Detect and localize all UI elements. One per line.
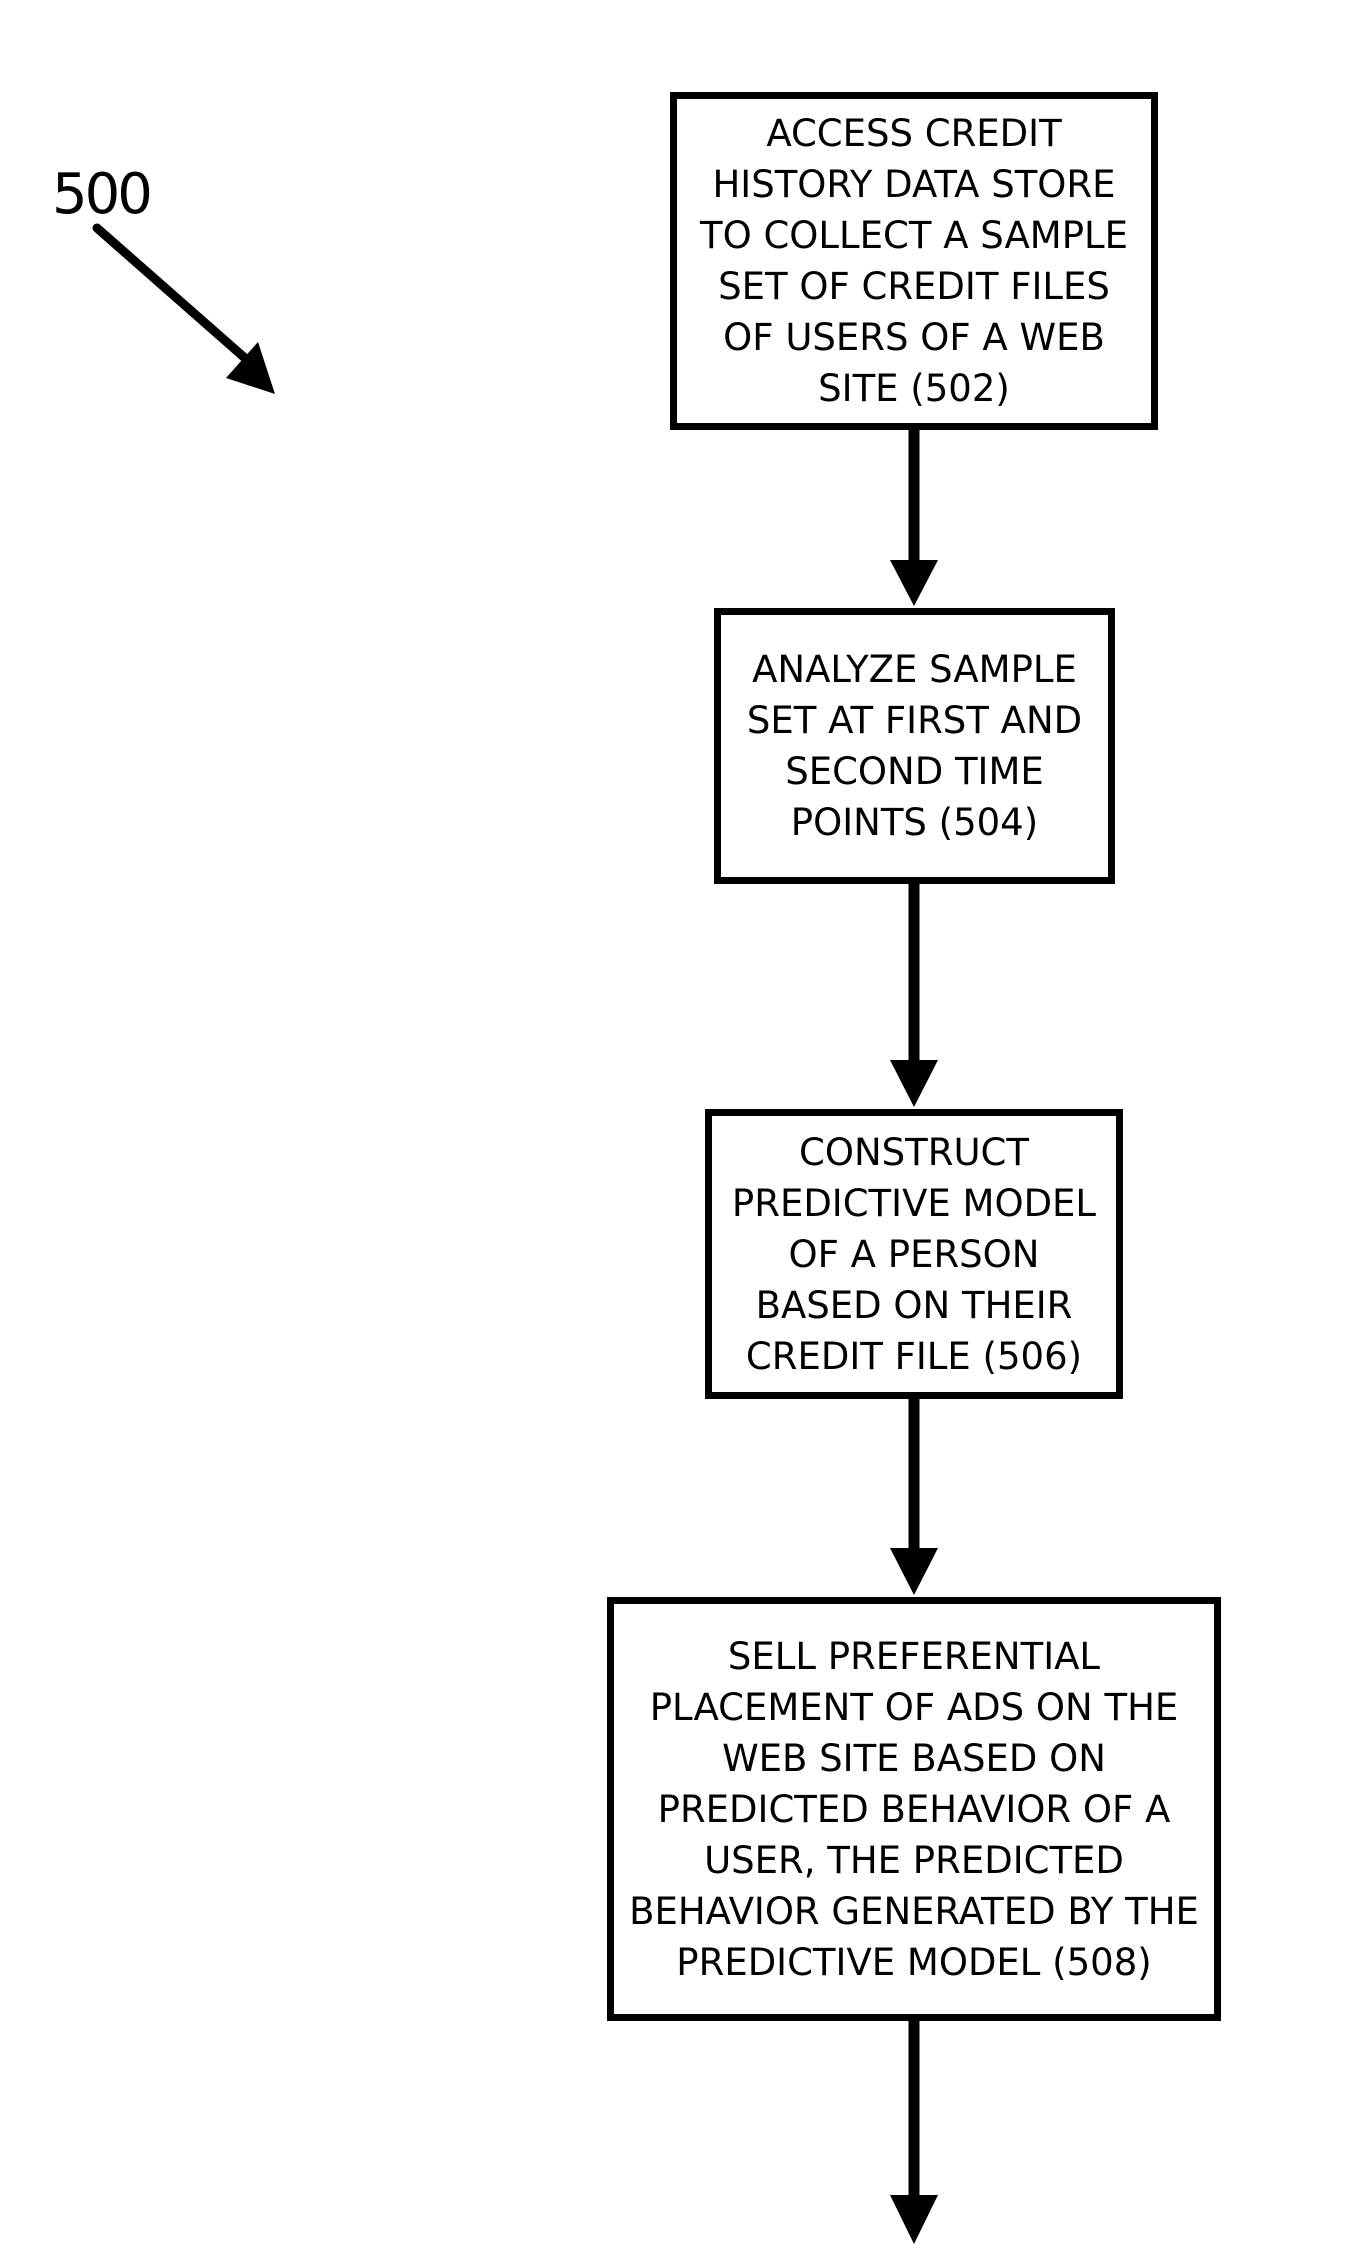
connector-arrow-508-out — [890, 2021, 938, 2244]
process-box-508: SELL PREFERENTIAL PLACEMENT OF ADS ON TH… — [607, 1597, 1221, 2021]
connector-arrow-506-to-508 — [890, 1399, 938, 1595]
connector-arrow-502-to-504 — [890, 430, 938, 606]
process-box-506: CONSTRUCT PREDICTIVE MODEL OF A PERSON B… — [705, 1109, 1123, 1399]
reference-pointer-arrow — [97, 228, 275, 394]
figure-reference-label: 500 — [52, 165, 150, 225]
connector-arrow-504-to-506 — [890, 884, 938, 1107]
process-box-502: ACCESS CREDIT HISTORY DATA STORE TO COLL… — [670, 92, 1158, 430]
process-box-504: ANALYZE SAMPLE SET AT FIRST AND SECOND T… — [714, 608, 1115, 884]
